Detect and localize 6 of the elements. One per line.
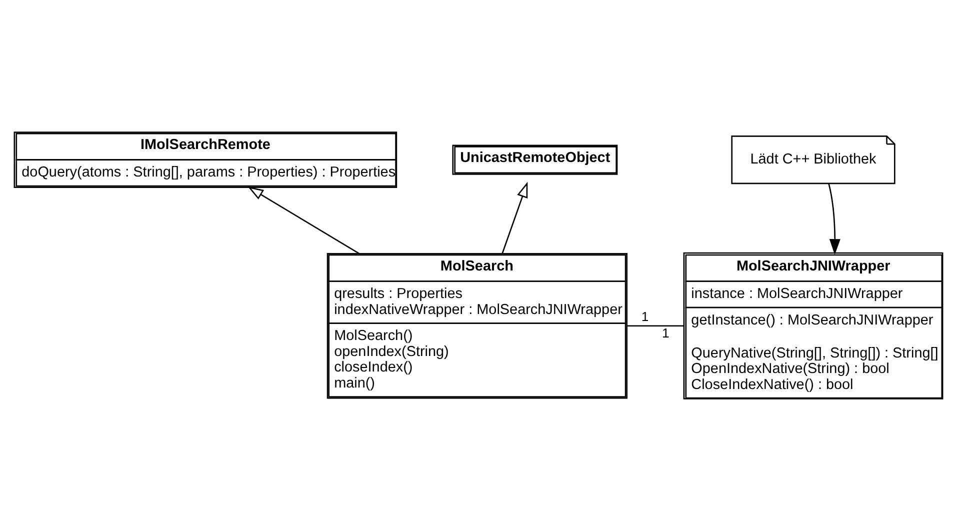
arrow xyxy=(501,182,528,254)
arrow xyxy=(247,186,360,254)
label: 1 xyxy=(661,325,669,340)
arrow xyxy=(828,183,840,255)
label: 1 xyxy=(640,308,648,324)
connector xyxy=(627,325,684,327)
